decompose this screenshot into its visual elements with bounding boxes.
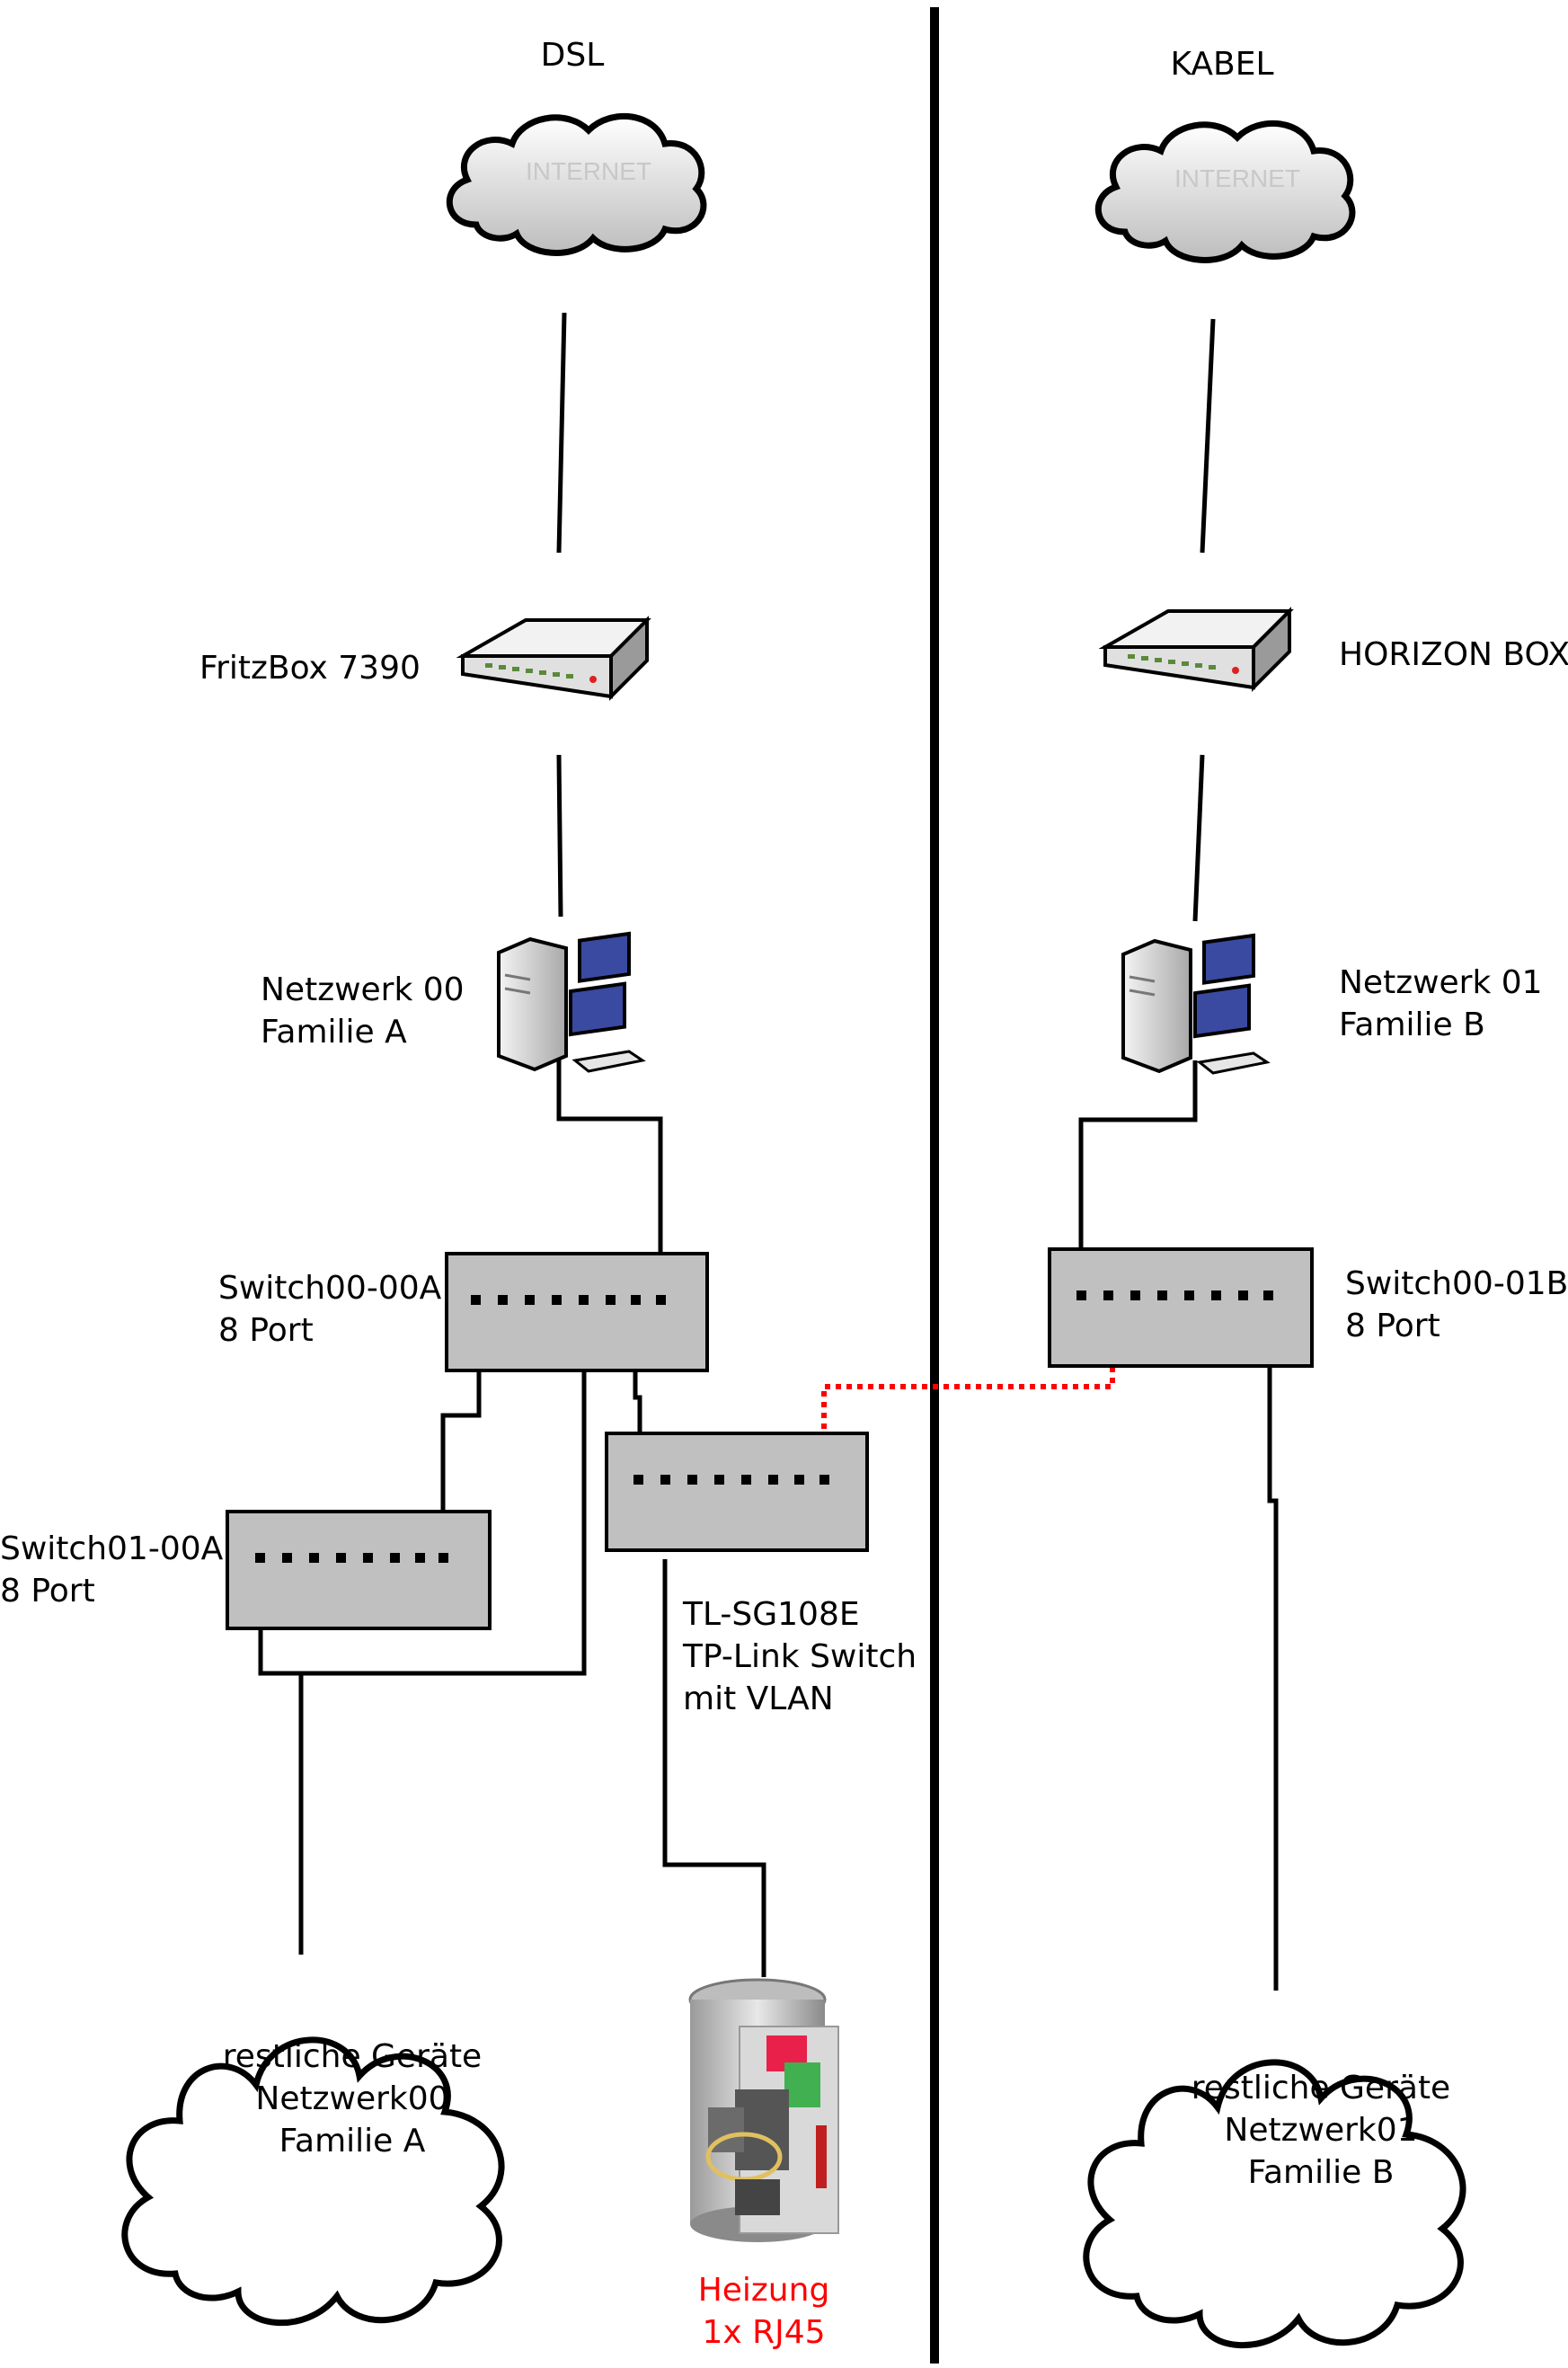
network-label-left-2: Familie A <box>261 1014 407 1051</box>
network-label-left-1: Netzwerk 00 <box>261 971 465 1008</box>
internet-label-right: INTERNET <box>1174 164 1300 192</box>
router-label-left: FritzBox 7390 <box>199 650 421 687</box>
switch01-00a-label-2: 8 Port <box>0 1573 95 1610</box>
vlan-switch-label-1: TL-SG108E <box>682 1596 860 1633</box>
internet-label-left: INTERNET <box>526 157 651 185</box>
devices-label-right-1: restliche Geräte <box>1192 2070 1450 2106</box>
heater-label-2: 1x RJ45 <box>702 2314 825 2351</box>
heater-icon <box>688 1978 839 2242</box>
devices-label-right-2: Netzwerk01 <box>1224 2112 1417 2149</box>
computer-icon-left <box>497 931 646 1073</box>
switch01-00a-label-1: Switch01-00A <box>0 1530 224 1567</box>
isp-label-right: KABEL <box>1170 46 1273 83</box>
fritzbox-router-icon <box>456 616 651 701</box>
tl-sg108e-switch-box <box>605 1432 869 1552</box>
switch00-00a-box <box>445 1252 709 1372</box>
devices-label-left-1: restliche Geräte <box>223 2038 482 2075</box>
devices-label-left-3: Familie A <box>279 2123 426 2160</box>
switch00-01b-label-1: Switch00-01B <box>1345 1265 1568 1302</box>
devices-label-left-2: Netzwerk00 <box>255 2080 448 2117</box>
switch00-01b-label-2: 8 Port <box>1345 1308 1440 1344</box>
devices-cloud-left <box>121 2036 505 2327</box>
internet-cloud-icon-right: INTERNET <box>1094 120 1356 263</box>
network-label-right-1: Netzwerk 01 <box>1339 964 1543 1001</box>
switch00-01b-box <box>1048 1247 1314 1368</box>
router-label-right: HORIZON BOX <box>1339 636 1568 673</box>
horizon-box-router-icon <box>1098 607 1294 692</box>
switch01-00a-box <box>226 1510 492 1630</box>
wires <box>258 312 1279 1991</box>
devices-label-right-3: Familie B <box>1248 2154 1395 2191</box>
vlan-switch-label-2: TP-Link Switch <box>682 1638 917 1675</box>
internet-cloud-icon-left: INTERNET <box>446 112 707 256</box>
isp-label-left: DSL <box>541 37 605 74</box>
devices-cloud-right <box>1083 2059 1466 2349</box>
heater-label-1: Heizung <box>698 2272 830 2309</box>
computer-icon-right <box>1121 933 1271 1075</box>
network-label-right-2: Familie B <box>1339 1007 1485 1043</box>
vlan-switch-label-3: mit VLAN <box>683 1681 834 1717</box>
switch00-00a-label-1: Switch00-00A <box>218 1270 442 1307</box>
switch00-00a-label-2: 8 Port <box>218 1312 314 1349</box>
